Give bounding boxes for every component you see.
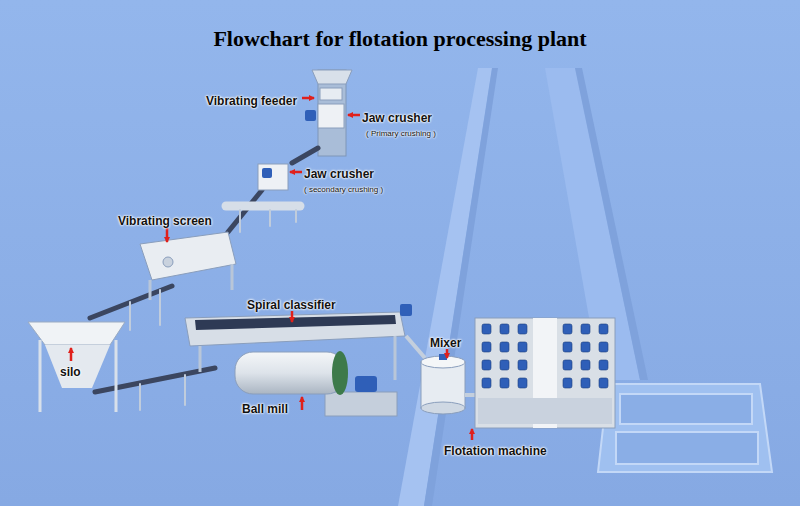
equipment-label: ( secondary crushing ) — [304, 185, 383, 194]
feeder-tower — [305, 70, 352, 156]
equipment-label: Mixer — [430, 336, 461, 350]
mixer-tank — [421, 354, 475, 414]
label-holder: Mixer — [430, 333, 461, 351]
ball-mill — [235, 351, 397, 416]
equipment-label: Jaw crusher — [304, 167, 374, 181]
equipment-label: Flotation machine — [444, 444, 547, 458]
equipment-label: silo — [60, 365, 81, 379]
label-holder: silo — [60, 362, 81, 380]
diagram-title: Flowchart for flotation processing plant — [213, 26, 586, 51]
label-holder: Flotation machine — [444, 441, 547, 459]
secondary-jaw-crusher — [258, 164, 288, 190]
settling-tanks — [598, 384, 772, 472]
label-holder: ( secondary crushing ) — [304, 178, 383, 196]
label-holder: Ball mill — [242, 399, 288, 417]
label-holder: Jaw crusher — [304, 164, 374, 182]
vibrating-screen — [140, 232, 236, 300]
label-holder: Vibrating screen — [118, 211, 212, 229]
equipment-label: Vibrating feeder — [206, 94, 297, 108]
flotation-machine — [475, 318, 615, 428]
silo — [28, 322, 125, 412]
label-holder: Vibrating feeder — [206, 91, 297, 109]
label-holder: Spiral classifier — [247, 295, 336, 313]
equipment-label: ( Primary crushing ) — [366, 129, 436, 138]
pointer-arrows — [71, 98, 472, 440]
label-holder: ( Primary crushing ) — [366, 122, 436, 140]
title-holder: Flowchart for flotation processing plant — [0, 26, 800, 52]
equipment-label: Spiral classifier — [247, 298, 336, 312]
equipment-label: Ball mill — [242, 402, 288, 416]
label-holder: Jaw crusher — [362, 108, 432, 126]
equipment-label: Jaw crusher — [362, 111, 432, 125]
equipment-label: Vibrating screen — [118, 214, 212, 228]
